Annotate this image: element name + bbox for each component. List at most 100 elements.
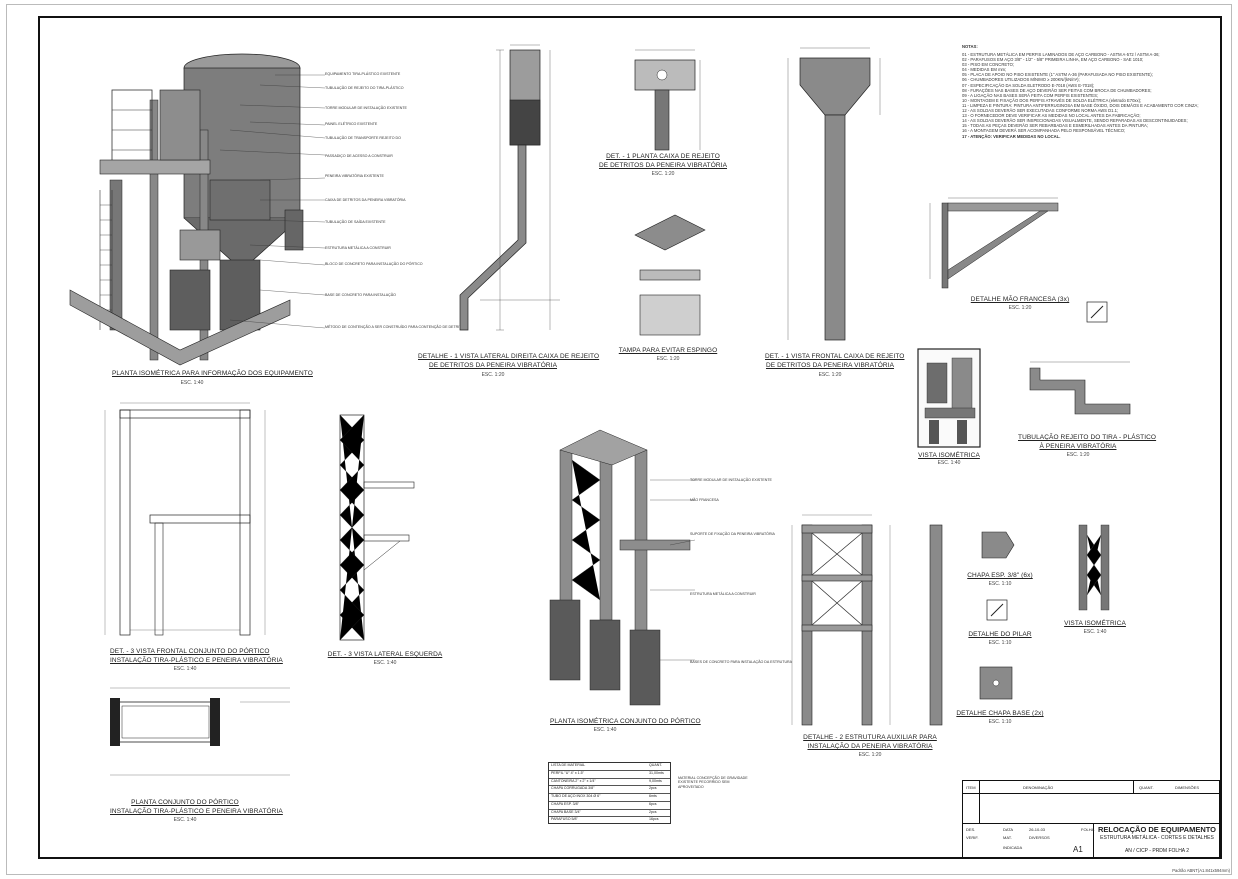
notes-list: 01 - ESTRUTURA METÁLICA EM PERFIS LAMINA…: [962, 52, 1202, 139]
scale-chapa-base: ESC. 1:10: [988, 719, 1012, 725]
caption-mao-francesa: DETALHE MÃO FRANCESA (3x): [970, 296, 1070, 303]
tb-project-title: RELOCAÇÃO DE EQUIPAMENTO: [1097, 825, 1217, 834]
iso-callout-11: BLOCO DE CONCRETO PARA INSTALAÇÃO DO PÓR…: [325, 262, 423, 266]
scale-chapa-esp: ESC. 1:10: [988, 581, 1012, 587]
caption-lateral-3: DET. - 3 VISTA LATERAL ESQUERDA: [327, 651, 443, 658]
tb-col-dim: DIMENSÕES: [1175, 785, 1200, 790]
caption-pilar: DETALHE DO PILAR: [968, 631, 1032, 638]
tb-mat-value: DIVERSOS: [1029, 835, 1050, 840]
material-col-qty-header: QUANT.: [649, 763, 663, 767]
tb-drawn-by: DES.: [966, 827, 976, 832]
iso-callout-5: TUBULAÇÃO DE TRANSPORTE REJEITO DO: [325, 136, 401, 140]
material-table: LISTA DE MATERIAL QUANT. PERFIL "U" 4" x…: [548, 762, 671, 824]
material-row: PERFIL "U" 4" x 1.5" 31,00mts: [549, 770, 670, 778]
iso-callout-2: TUBULAÇÃO DE REJEITO DO TIRA-PLÁSTICO: [325, 86, 404, 90]
scale-plan-box: ESC. 1:20: [651, 171, 675, 177]
material-col-name-header: LISTA DE MATERIAL: [551, 763, 586, 767]
material-name: TUBO DE AÇO INOX 304 Ø 6": [551, 794, 601, 799]
note-line: 02 - PARAFUSOS EM AÇO 3/8" - 1/2" - 5/8"…: [962, 57, 1144, 63]
scale-estrutura-2: ESC. 1:20: [858, 752, 882, 758]
iso-callout-7: PENEIRA VIBRATÓRIA EXISTENTE: [325, 174, 384, 178]
vista-iso-drawing: [917, 348, 981, 448]
notes-heading: NOTAS:: [962, 44, 978, 49]
material-side-note: MATERIAL CONCEPÇÃO DE GRAVIDADE EXISTENT…: [678, 776, 748, 789]
caption-chapa-base: DETALHE CHAPA BASE (2x): [956, 710, 1044, 717]
drawing-sheet: [38, 16, 1222, 859]
iso-portico-drawing: [549, 429, 696, 706]
note-line: 04 - MEDIDAS EM mm;: [962, 67, 1007, 73]
vista-iso2-drawing: [1078, 524, 1110, 611]
title-block: ITEM DENOMINAÇÃO QUANT. DIMENSÕES DES. V…: [962, 780, 1220, 859]
scale-planta-conj: ESC. 1:40: [173, 817, 197, 823]
note-line: 08 - FURAÇÕES NAS BASES DE AÇO DEVERÃO S…: [962, 87, 1152, 93]
caption-lateral-1-a: DETALHE - 1 VISTA LATERAL DIREITA CAIXA …: [418, 353, 600, 360]
note-line: 05 - PLACA DE APOIO NO PISO EXISTENTE (1…: [962, 72, 1153, 78]
portico-callout-1: TORRE MODULAR DE INSTALAÇÃO EXISTENTE: [690, 478, 772, 482]
caption-plan-box-a: DET. - 1 PLANTA CAIXA DE REJEITO: [606, 153, 720, 160]
caption-planta-conj-b: INSTALAÇÃO TIRA-PLÁSTICO E PENEIRA VIBRA…: [110, 808, 283, 815]
material-name: CHAPA ESP. 3/8": [551, 801, 579, 806]
tb-mat-label: MAT.: [1003, 835, 1012, 840]
iso-callout-3: TORRE MODULAR DE INSTALAÇÃO EXISTENTE: [325, 106, 407, 110]
caption-lateral-1-b: DE DETRITOS DA PENEIRA VIBRATÓRIA: [428, 362, 558, 369]
iso-callout-13: MÉTODO DE CONTENÇÃO A SER CONSTRUÍDO PAR…: [325, 325, 467, 329]
caption-chapa-esp: CHAPA ESP. 3/8" (6x): [967, 572, 1033, 579]
material-qty: 31,00mts: [649, 771, 664, 775]
portico-callout-5: BASES DE CONCRETO PARA INSTALAÇÃO DA EST…: [690, 660, 793, 664]
caption-tubulacao-a: TUBULAÇÃO REJEITO DO TIRA - PLÁSTICO: [1018, 434, 1157, 441]
iso-callout-9: TUBULAÇÃO DE SAÍDA EXISTENTE: [325, 220, 386, 224]
frontal-1-drawing: [787, 47, 881, 341]
tb-col-denom: DENOMINAÇÃO: [1023, 785, 1054, 790]
caption-estrutura-2-a: DETALHE - 2 ESTRUTURA AUXILIAR PARA: [803, 734, 937, 741]
lateral-3-drawing: [339, 414, 415, 641]
note-line: 01 - ESTRUTURA METÁLICA EM PERFIS LAMINA…: [962, 52, 1160, 57]
scale-lateral-3: ESC. 1:40: [373, 660, 397, 666]
frontal-3-drawing: [104, 402, 266, 636]
tampa-drawing: [634, 214, 706, 336]
pilar-drawing: [986, 599, 1008, 621]
material-table-header: LISTA DE MATERIAL QUANT.: [549, 763, 670, 770]
lateral-1-drawing: [459, 44, 560, 331]
tb-drawing-no: AN / CICP - PRDM FOLHA 2: [1124, 848, 1190, 854]
caption-estrutura-2-b: INSTALAÇÃO DA PENEIRA VIBRATÓRIA: [807, 743, 933, 750]
tb-format: A1: [1073, 845, 1083, 854]
scale-tampa: ESC. 1:20: [656, 356, 680, 362]
material-row: CANTONEIRA 2" x 2" x 1/4"9,00mts: [549, 777, 670, 786]
material-row: PARAFUSO 5/8"16pcs: [549, 816, 670, 824]
scale-iso-equipment: ESC. 1:40: [180, 380, 204, 386]
planta-conjunto-drawing: [110, 687, 290, 776]
note-line: 17 - ATENÇÃO: VERIFICAR MEDIDAS NO LOCAL…: [962, 133, 1061, 139]
note-line: 15 - TODAS AS PEÇAS DEVERÃO SER REBARBAD…: [962, 123, 1149, 129]
material-qty: 2pcs: [649, 786, 657, 791]
plan-box-drawing: [634, 49, 701, 151]
perfil-detail-square: [1086, 301, 1108, 323]
caption-vista-iso: VISTA ISOMÉTRICA: [918, 452, 980, 459]
scale-tubulacao: ESC. 1:20: [1066, 452, 1090, 458]
portico-callout-3: SUPORTE DE FIXAÇÃO DA PENEIRA VIBRATÓRIA: [690, 532, 775, 536]
note-line: 11 - LIMPEZA E PINTURA: PINTURA ANTIFERR…: [962, 102, 1199, 108]
material-name: CHAPA CORRUGADA 3/8": [551, 786, 595, 791]
iso-callout-8: CAIXA DE DETRITOS DA PENEIRA VIBRATÓRIA: [325, 198, 406, 202]
note-line: 12 - AS SOLDAS DEVERÃO SER EXECUTADAS CO…: [962, 108, 1119, 114]
iso-callout-4: PAINEL ELÉTRICO EXISTENTE: [325, 122, 378, 126]
scale-pilar: ESC. 1:10: [988, 640, 1012, 646]
mao-francesa-drawing: [929, 197, 1059, 289]
iso-equipment-drawing: [69, 53, 326, 366]
estrutura-2-drawing: [791, 514, 943, 726]
note-line: 13 - O FORNECEDOR DEVE VERIFICAR AS MEDI…: [962, 113, 1141, 119]
material-row: CHAPA BASE 3/4"2pcs: [549, 808, 670, 817]
note-line: 16 - A MONTAGEM DEVERÁ SER ACOMPANHADA P…: [962, 128, 1126, 134]
note-line: 10 - MONTAGEM E FIXAÇÃO DOS PERFIS ATRAV…: [962, 97, 1142, 103]
caption-frontal-3-a: DET. - 3 VISTA FRONTAL CONJUNTO DO PÓRTI…: [110, 648, 270, 655]
material-qty: 6pcs: [649, 801, 657, 806]
tb-checked-by: VERIF.: [966, 835, 979, 840]
material-name: PERFIL "U" 4" x 1.5": [551, 771, 584, 775]
note-line: 14 - AS SOLDAS DEVERÃO SER INSPECIONADAS…: [962, 118, 1188, 124]
material-qty: 2pcs: [649, 809, 657, 814]
caption-iso-portico: PLANTA ISOMÉTRICA CONJUNTO DO PÓRTICO: [550, 718, 701, 725]
tb-col-item: ITEM: [966, 785, 976, 790]
caption-frontal-1-a: DET. - 1 VISTA FRONTAL CAIXA DE REJEITO: [765, 353, 905, 360]
material-qty: 9,00mts: [649, 778, 662, 783]
caption-iso-equipment: PLANTA ISOMÉTRICA PARA INFORMAÇÃO DOS EQ…: [112, 370, 313, 377]
portico-callout-2: MÃO FRANCESA: [690, 498, 719, 502]
